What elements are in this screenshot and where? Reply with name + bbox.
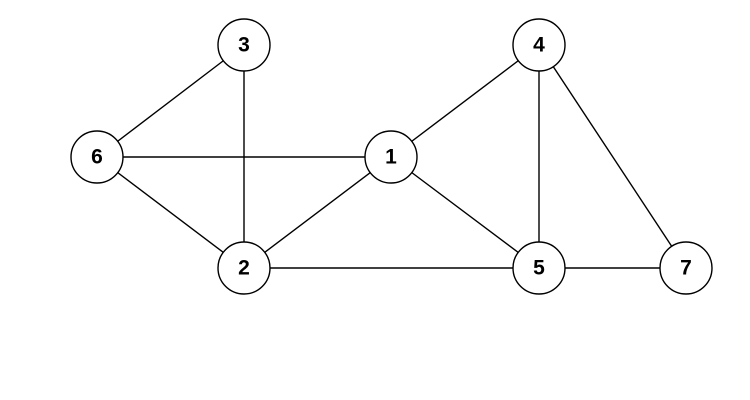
edge-1-5 — [390, 156, 540, 269]
node-4-label: 4 — [533, 34, 545, 57]
node-2-label: 2 — [238, 257, 250, 280]
node-5: 5 — [512, 241, 566, 295]
edge-2-1 — [243, 156, 392, 269]
node-4: 4 — [512, 18, 566, 72]
node-2: 2 — [217, 241, 271, 295]
nodes-layer: 1 2 3 4 5 6 7 — [70, 18, 713, 295]
edge-6-3 — [96, 44, 245, 158]
node-1: 1 — [364, 130, 418, 184]
node-3-label: 3 — [238, 34, 250, 57]
node-1-label: 1 — [385, 146, 397, 169]
node-6-circle — [70, 130, 124, 184]
node-5-circle — [512, 241, 566, 295]
node-1-circle — [364, 130, 418, 184]
node-4-circle — [512, 18, 566, 72]
node-7-circle — [659, 241, 713, 295]
node-5-label: 5 — [533, 257, 545, 280]
node-7: 7 — [659, 241, 713, 295]
node-6-label: 6 — [91, 146, 103, 169]
edge-4-7 — [538, 44, 687, 269]
node-3-circle — [217, 18, 271, 72]
node-2-circle — [217, 241, 271, 295]
edge-1-4 — [390, 44, 540, 158]
node-7-label: 7 — [680, 257, 692, 280]
node-3: 3 — [217, 18, 271, 72]
node-6: 6 — [70, 130, 124, 184]
edge-6-2 — [96, 156, 245, 269]
